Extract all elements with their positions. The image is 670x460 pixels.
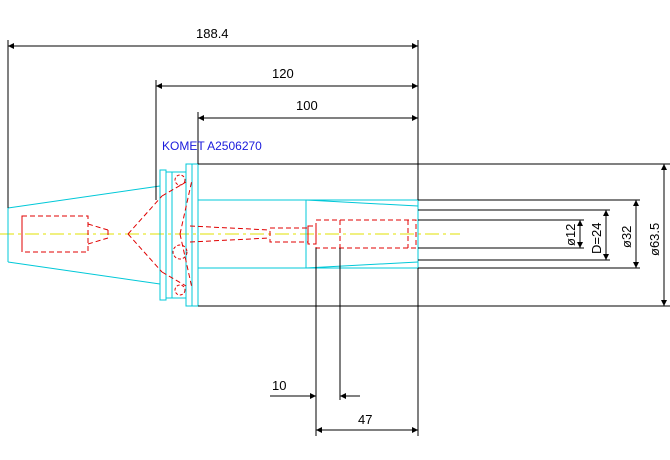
dim-length-100: 100 — [296, 98, 318, 113]
dim-diameter-32: ø32 — [619, 226, 634, 248]
dim-bore-depth-10: 10 — [272, 378, 286, 393]
hidden-lines — [21, 179, 417, 289]
dim-diameter-63-5: ø63.5 — [647, 223, 662, 256]
dim-diameter-12: ø12 — [563, 224, 578, 246]
part-number-label: KOMET A2506270 — [162, 139, 262, 153]
body — [198, 199, 419, 269]
dim-diameter-d24: D=24 — [589, 223, 604, 254]
taper-shank — [7, 185, 161, 285]
flange — [159, 163, 199, 307]
dim-overall-length: 188.4 — [196, 26, 229, 41]
dimension-lines — [7, 40, 670, 436]
dim-length-120: 120 — [272, 66, 294, 81]
flange-holes — [172, 174, 188, 296]
dim-bore-depth-47: 47 — [358, 412, 372, 427]
